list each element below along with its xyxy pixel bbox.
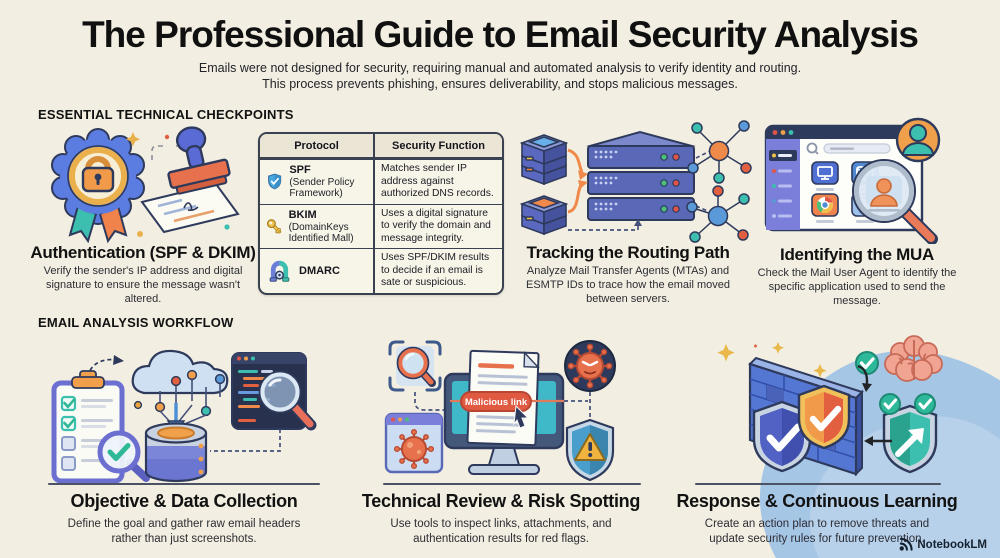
key-icon [266,219,282,234]
workflow-step-3-description: Create an action plan to remove threats … [704,518,930,545]
signature-squiggle [183,202,199,211]
table-row: DMARC Uses SPF/DKIM results to decide if… [260,248,502,293]
virus-window-icon [384,412,444,474]
search-bar [823,143,891,154]
security-function-text: Uses SPF/DKIM results to decide if an em… [381,252,490,289]
mua-browser-illustration [764,117,941,244]
protocol-name: SPF [289,164,311,177]
divider [48,483,320,485]
security-function-text: Matches sender IP address against author… [381,163,494,200]
notebooklm-logo-icon [899,537,913,551]
code-window-icon [231,352,317,431]
section-label-workflow: EMAIL ANALYSIS WORKFLOW [38,315,234,330]
divider [695,483,941,485]
network-hub-icon [687,120,752,184]
workflow-step-1-description: Define the goal and gather raw email hea… [67,518,301,545]
protocol-subname: (Sender Policy Framework) [289,176,355,200]
response-firewall-illustration [717,335,943,477]
database-icon [144,422,208,483]
brand-mark: NotebookLM [898,537,987,552]
table-header-row: Protocol Security Function [260,134,502,159]
table-row: SPF (Sender Policy Framework) Matches se… [260,159,502,204]
malicious-link-pill: Malicious link [460,391,532,412]
section-label-checkpoints: ESSENTIAL TECHNICAL CHECKPOINTS [38,107,294,122]
security-function-text: Uses a digital signature to verify the d… [381,207,491,244]
malicious-link-label: Malicious link [465,397,528,408]
workflow-step-1-title: Objective & Data Collection [70,491,298,511]
mua-description: Check the Mail User Agent to identify th… [757,267,957,307]
authentication-badge-stamp-illustration [51,126,240,244]
teal-arrow-shield-icon [882,404,938,474]
warning-shield-icon [565,418,615,482]
protocol-name: DMARC [299,264,340,277]
virus-badge-icon [564,340,616,392]
rubber-stamp-icon [167,126,231,195]
mua-title: Identifying the MUA [780,245,934,264]
server-stack-icon [519,134,569,236]
lock-arch-icon [269,260,290,282]
table-header-function: Security Function [392,139,485,152]
protocol-name: BKIM [288,209,317,221]
scan-magnifier-icon [388,340,442,392]
authentication-description: Verify the sender's IP address and digit… [43,265,243,305]
table-row: BKIM (DomainKeys Identified Mall) Uses a… [260,203,502,249]
network-hub-icon [686,185,750,243]
brain-icon [884,335,943,382]
workflow-step-2-title: Technical Review & Risk Spotting [361,491,641,511]
subtitle-line-1: Emails were not designed for security, r… [198,61,802,75]
risk-spotting-illustration: Malicious link [384,340,616,482]
search-icon [806,142,818,154]
workflow-step-2-description: Use tools to inspect links, attachments,… [390,518,612,545]
checklist-clipboard-icon [51,370,150,483]
shield-check-icon [268,173,282,190]
avatar [895,117,941,163]
table-header-protocol: Protocol [260,134,375,157]
workflow-step-3-title: Response & Continuous Learning [676,491,958,511]
routing-description: Analyze Mail Transfer Agents (MTAs) and … [526,265,730,305]
sidebar-items [769,150,797,218]
routing-servers-illustration [519,120,752,243]
authentication-title: Authentication (SPF & DKIM) [30,243,256,262]
protocol-table: Protocol Security Function SPF (Sender P… [258,132,504,295]
divider [383,483,641,485]
sparkle-icon [125,132,141,147]
brand-label: NotebookLM [917,538,987,551]
magnifier-person-icon [852,159,938,244]
data-collection-illustration [51,349,317,483]
cloud-data-icon [131,349,229,435]
subtitle-line-2: This process prevents phishing, ensures … [262,77,738,91]
sparkle-icon [717,342,827,378]
mail-server-rack-icon [586,130,696,221]
cursor-icon [513,404,530,429]
routing-title: Tracking the Routing Path [526,243,730,262]
protocol-subname: (DomainKeys Identified Mall) [288,221,354,244]
orange-check-shield-icon [797,384,851,450]
page-title: The Professional Guide to Email Security… [82,14,919,55]
